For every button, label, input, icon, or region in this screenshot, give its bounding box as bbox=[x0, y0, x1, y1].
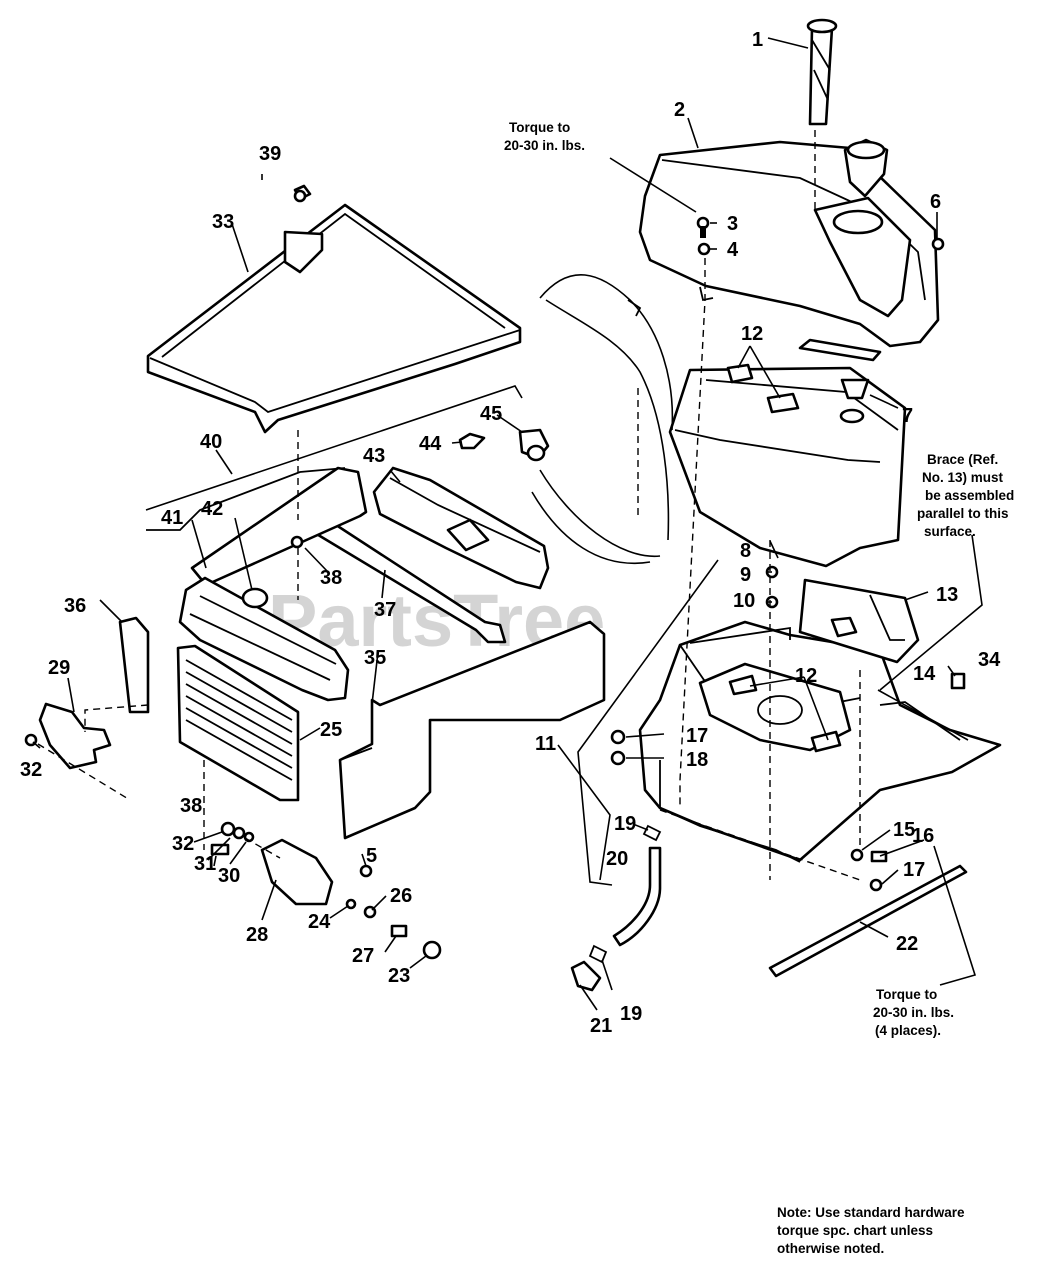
callout-8: 8 bbox=[740, 540, 751, 562]
callout-44: 44 bbox=[419, 433, 442, 455]
callout-28: 28 bbox=[246, 924, 268, 946]
side-panel-36-part bbox=[118, 616, 150, 714]
callout-32-a: 32 bbox=[172, 833, 194, 855]
brace-note-line3: be assembled bbox=[925, 488, 1014, 503]
bracket-28-part bbox=[260, 838, 334, 906]
callout-labels: 1 2 3 4 5 6 7 8 9 10 11 12 12 13 14 15 1… bbox=[20, 29, 1001, 1037]
callout-21: 21 bbox=[590, 1015, 612, 1037]
brace-note-line4: parallel to this bbox=[917, 506, 1009, 521]
trim-strip-part bbox=[768, 864, 968, 978]
callout-38-bottom: 38 bbox=[180, 795, 202, 817]
callout-13: 13 bbox=[936, 584, 958, 606]
hardware-note-line3: otherwise noted. bbox=[777, 1241, 884, 1256]
brace-note: Brace (Ref. No. 13) must be assembled pa… bbox=[917, 452, 1014, 539]
torque-note-bottom-line3: (4 places). bbox=[875, 1023, 941, 1038]
callout-33: 33 bbox=[212, 211, 234, 233]
hardware-note-line2: torque spc. chart unless bbox=[777, 1223, 933, 1238]
callout-41: 41 bbox=[161, 507, 183, 529]
callout-45: 45 bbox=[480, 403, 502, 425]
callout-34: 34 bbox=[978, 649, 1001, 671]
callout-37: 37 bbox=[374, 599, 396, 621]
brace-note-line1: Brace (Ref. bbox=[927, 452, 998, 467]
callout-31: 31 bbox=[194, 853, 216, 875]
callout-38-top: 38 bbox=[320, 567, 342, 589]
hose-clamp-top-part bbox=[642, 824, 662, 842]
callout-27: 27 bbox=[352, 945, 374, 967]
callout-5: 5 bbox=[366, 845, 377, 867]
group-bracket-40 bbox=[145, 385, 523, 511]
brace-note-line2: No. 13) must bbox=[922, 470, 1004, 485]
fuel-tank-part bbox=[668, 363, 907, 568]
hose-clamp-bottom-part bbox=[588, 944, 608, 964]
callout-24: 24 bbox=[308, 911, 331, 933]
fuel-tank-cover-part bbox=[638, 138, 940, 362]
callout-17-b: 17 bbox=[903, 859, 925, 881]
torque-note-top-line1: Torque to bbox=[509, 120, 570, 135]
hardware-note-line1: Note: Use standard hardware bbox=[777, 1205, 965, 1220]
brace-note-line5: surface. bbox=[924, 524, 976, 539]
callout-15: 15 bbox=[893, 819, 915, 841]
torque-note-top: Torque to 20-30 in. lbs. bbox=[504, 120, 585, 153]
group-bracket-11 bbox=[577, 559, 719, 886]
callout-11: 11 bbox=[535, 733, 556, 755]
torque-note-bottom: Torque to 20-30 in. lbs. (4 places). bbox=[873, 987, 954, 1038]
group-bracket-14 bbox=[877, 689, 969, 741]
callout-42: 42 bbox=[201, 498, 223, 520]
chassis-part bbox=[638, 620, 1002, 863]
torque-note-bottom-line1: Torque to bbox=[876, 987, 937, 1002]
assembly-lines bbox=[37, 130, 861, 881]
callout-23: 23 bbox=[388, 965, 410, 987]
callout-25: 25 bbox=[320, 719, 342, 741]
callout-4: 4 bbox=[727, 239, 739, 261]
callout-10: 10 bbox=[733, 590, 755, 612]
callout-39: 39 bbox=[259, 143, 281, 165]
callout-26: 26 bbox=[390, 885, 412, 907]
switch-44-part bbox=[458, 432, 486, 450]
torque-note-bottom-line2: 20-30 in. lbs. bbox=[873, 1005, 954, 1020]
callout-36: 36 bbox=[64, 595, 86, 617]
switch-45-part bbox=[518, 428, 550, 462]
callout-2: 2 bbox=[674, 99, 685, 121]
callout-22: 22 bbox=[896, 933, 918, 955]
deflector-part bbox=[372, 466, 550, 590]
brace-note-line bbox=[879, 534, 983, 691]
hardware-note: Note: Use standard hardware torque spc. … bbox=[777, 1205, 965, 1256]
fuel-cap-part bbox=[806, 18, 838, 126]
callout-12-bottom: 12 bbox=[795, 665, 817, 687]
callout-20: 20 bbox=[606, 848, 628, 870]
callout-3: 3 bbox=[727, 213, 738, 235]
headlight-part bbox=[178, 576, 350, 702]
callout-1: 1 bbox=[752, 29, 763, 51]
brace-part bbox=[798, 578, 920, 664]
callout-7: 7 bbox=[902, 405, 913, 427]
callout-16: 16 bbox=[912, 825, 934, 847]
wire-harness-part bbox=[531, 273, 674, 564]
bracket-29-part bbox=[38, 702, 112, 770]
callout-29: 29 bbox=[48, 657, 70, 679]
grille-part bbox=[176, 644, 300, 802]
callout-32-b: 32 bbox=[20, 759, 42, 781]
callout-35: 35 bbox=[364, 647, 386, 669]
side-panel-35-part bbox=[338, 620, 606, 840]
callout-17-a: 17 bbox=[686, 725, 708, 747]
callout-30: 30 bbox=[218, 865, 240, 887]
callout-9: 9 bbox=[740, 564, 751, 586]
leader-lines bbox=[32, 37, 977, 1011]
callout-12-top: 12 bbox=[741, 323, 763, 345]
callout-19-top: 19 bbox=[614, 813, 636, 835]
fuel-filter-part bbox=[570, 960, 602, 992]
callout-6: 6 bbox=[930, 191, 941, 213]
callout-18: 18 bbox=[686, 749, 708, 771]
callout-19-bottom: 19 bbox=[620, 1003, 642, 1025]
callout-14: 14 bbox=[913, 663, 936, 685]
callout-40: 40 bbox=[200, 431, 222, 453]
torque-note-top-line2: 20-30 in. lbs. bbox=[504, 138, 585, 153]
callout-43: 43 bbox=[363, 445, 385, 467]
hood-part bbox=[146, 184, 522, 434]
fuel-hose-part bbox=[612, 846, 662, 947]
